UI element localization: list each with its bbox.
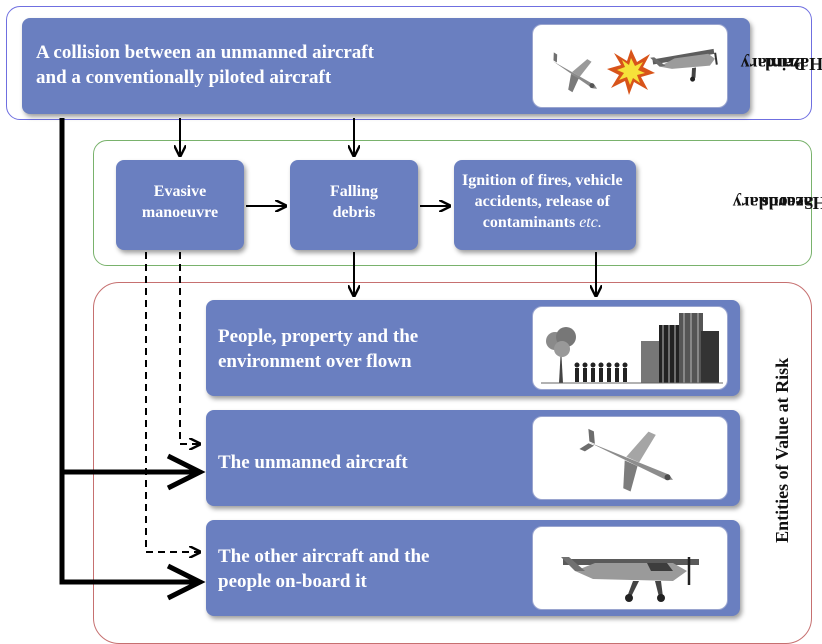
people-property-text: People, property and the environment ove…	[218, 324, 418, 374]
ignition-line2: accidents, release of	[474, 193, 610, 211]
ignition-text: Ignition of fires, vehicle accidents, re…	[462, 170, 623, 233]
falling-debris-box	[290, 160, 418, 250]
thick-arrowhead-unmanned	[166, 453, 206, 491]
piloted-aircraft-icon	[561, 557, 699, 602]
debris-line1: Falling	[329, 183, 378, 200]
people-buildings-icon	[541, 313, 723, 384]
ignition-line3-text: contaminants	[482, 214, 580, 232]
primary-hazard-line2: and a conventionally piloted aircraft	[36, 67, 332, 89]
falling-debris-text: Falling debris	[290, 181, 418, 223]
debris-line2: debris	[332, 204, 376, 222]
other-line2: people on-board it	[218, 571, 367, 593]
aircraft-collision-icon	[552, 48, 718, 95]
diagram-canvas: A collision between an unmanned aircraft…	[6, 6, 822, 644]
other-line1: The other aircraft and the	[218, 546, 430, 567]
primary-hazard-text: A collision between an unmanned aircraft…	[36, 40, 374, 90]
ignition-line1: Ignition of fires, vehicle	[462, 172, 623, 189]
unmanned-line1: The unmanned aircraft	[218, 452, 408, 473]
dashed-arrow-evasive-to-other	[145, 252, 200, 552]
ignition-line3-italic: etc.	[579, 214, 602, 232]
thick-arrow-primary-to-other	[59, 118, 198, 585]
thick-arrowhead-other	[166, 563, 206, 601]
evasive-line1: Evasive	[153, 183, 207, 200]
collision-image	[532, 24, 728, 108]
flow-arrows	[59, 118, 822, 601]
evasive-line2: manoeuvre	[141, 204, 219, 222]
unmanned-aircraft-icon	[579, 428, 674, 492]
other-aircraft-text: The other aircraft and the people on-boa…	[218, 544, 429, 594]
people-line1: People, property and the	[218, 326, 419, 347]
evasive-manoeuvre-text: Evasive manoeuvre	[116, 181, 244, 223]
unmanned-aircraft-text: The unmanned aircraft	[218, 450, 408, 475]
piloted-aircraft-image	[532, 526, 728, 610]
ignition-line3: contaminants etc.	[462, 212, 623, 233]
primary-hazard-line1: A collision between an unmanned aircraft	[36, 42, 374, 63]
people-buildings-image	[532, 306, 728, 390]
dashed-arrow-evasive-to-unmanned	[179, 252, 200, 444]
evasive-manoeuvre-box	[116, 160, 244, 250]
ignition-box	[454, 160, 636, 250]
people-line2: environment over flown	[218, 351, 412, 373]
unmanned-aircraft-image	[532, 416, 728, 500]
